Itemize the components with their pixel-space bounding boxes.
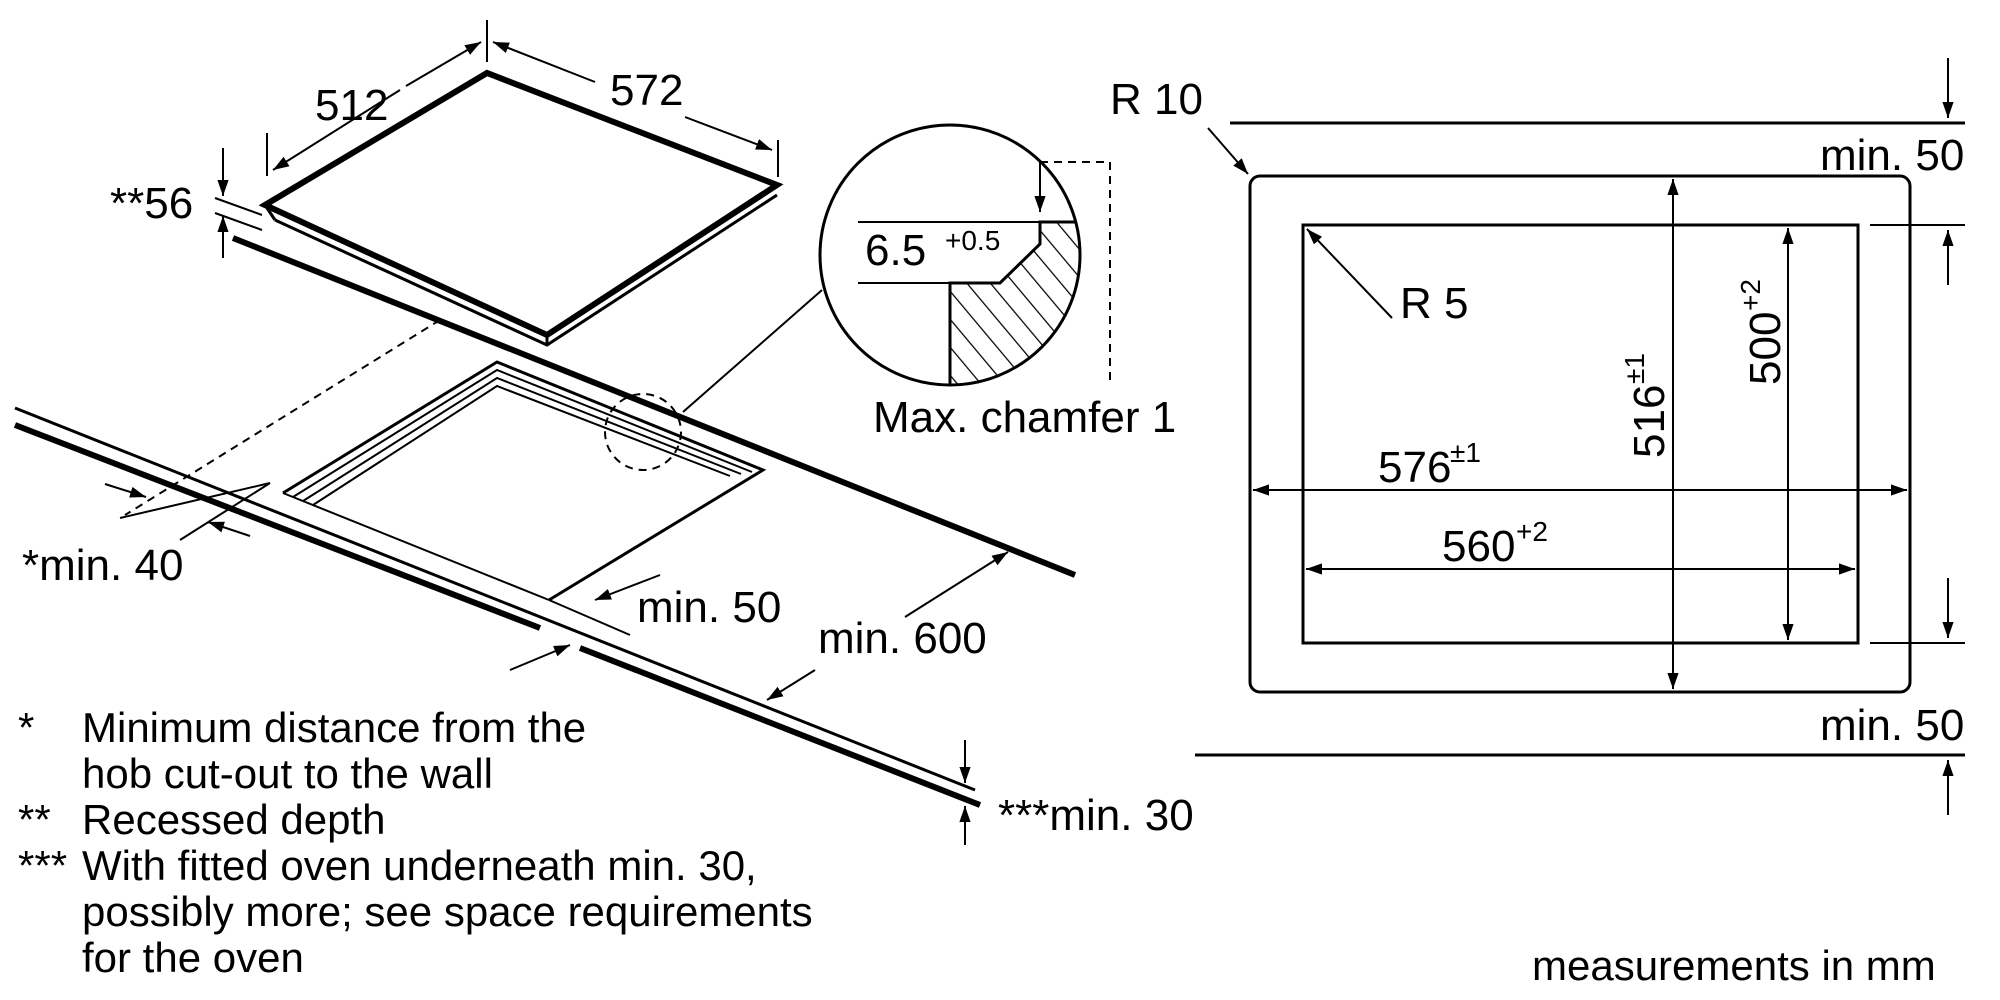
footnotes: * Minimum distance from the hob cut-out … — [18, 704, 813, 981]
label-516: 516 — [1625, 385, 1674, 458]
dim-56: **56 — [110, 148, 263, 258]
footnote-3-marker: *** — [18, 842, 67, 889]
worktop-front-top — [14, 406, 976, 792]
footnote-3-line-1: With fitted oven underneath min. 30, — [82, 842, 757, 889]
detail-chamfer-label: Max. chamfer 1 — [873, 393, 1176, 442]
label-r5: R 5 — [1400, 279, 1468, 328]
footnote-3-line-2: possibly more; see space requirements — [82, 888, 813, 935]
label-516-tol: ±1 — [1619, 353, 1650, 384]
footnote-1-line-2: hob cut-out to the wall — [82, 750, 493, 797]
detail-tolerance: +0.5 — [945, 225, 1000, 256]
cutout-outer — [1248, 174, 1912, 694]
worktop-drawing — [13, 235, 1077, 808]
footnote-2-line-1: Recessed depth — [82, 796, 386, 843]
footnote-1-marker: * — [18, 704, 34, 751]
footnote-3-line-3: for the oven — [82, 934, 304, 981]
label-572: 572 — [610, 66, 683, 115]
worktop-back-edge — [231, 235, 1077, 578]
label-min40: *min. 40 — [22, 541, 183, 590]
cutout-plan: R 10 R 5 min. 50 min. 50 576 ±1 560 +2 5… — [1110, 58, 1965, 815]
label-min30: ***min. 30 — [998, 791, 1194, 840]
chamfer-detail: 6.5 +0.5 Max. chamfer 1 — [818, 123, 1176, 442]
dim-512: 512 — [266, 20, 488, 176]
dim-min40: *min. 40 — [22, 482, 271, 590]
units-note: measurements in mm — [1532, 942, 1936, 989]
detail-marker — [604, 393, 682, 471]
label-top-min50: min. 50 — [1820, 131, 1964, 180]
worktop-front-edge — [13, 422, 542, 631]
detail-value: 6.5 — [865, 226, 926, 275]
dim-min30: ***min. 30 — [959, 740, 1194, 845]
label-560: 560 — [1442, 522, 1515, 571]
dim-min600: min. 600 — [766, 551, 1009, 701]
hob-drawing — [258, 69, 784, 347]
hob-plate — [258, 69, 784, 339]
label-r10: R 10 — [1110, 75, 1203, 124]
label-560-tol: +2 — [1516, 516, 1548, 547]
footnote-1-line-1: Minimum distance from the — [82, 704, 586, 751]
label-min600: min. 600 — [818, 614, 987, 663]
cutout-inner — [1301, 223, 1860, 645]
dim-572: 572 — [492, 41, 779, 177]
label-front-min50: min. 50 — [637, 583, 781, 632]
footnote-2-marker: ** — [18, 796, 51, 843]
label-56: **56 — [110, 179, 193, 228]
label-500: 500 — [1741, 312, 1790, 385]
label-576: 576 — [1378, 443, 1451, 492]
label-bottom-min50: min. 50 — [1820, 701, 1964, 750]
label-500-tol: +2 — [1735, 279, 1766, 311]
label-512: 512 — [315, 81, 388, 130]
dim-front-min50: min. 50 — [509, 574, 781, 671]
cutout-opening — [282, 360, 767, 602]
label-576-tol: ±1 — [1450, 437, 1481, 468]
